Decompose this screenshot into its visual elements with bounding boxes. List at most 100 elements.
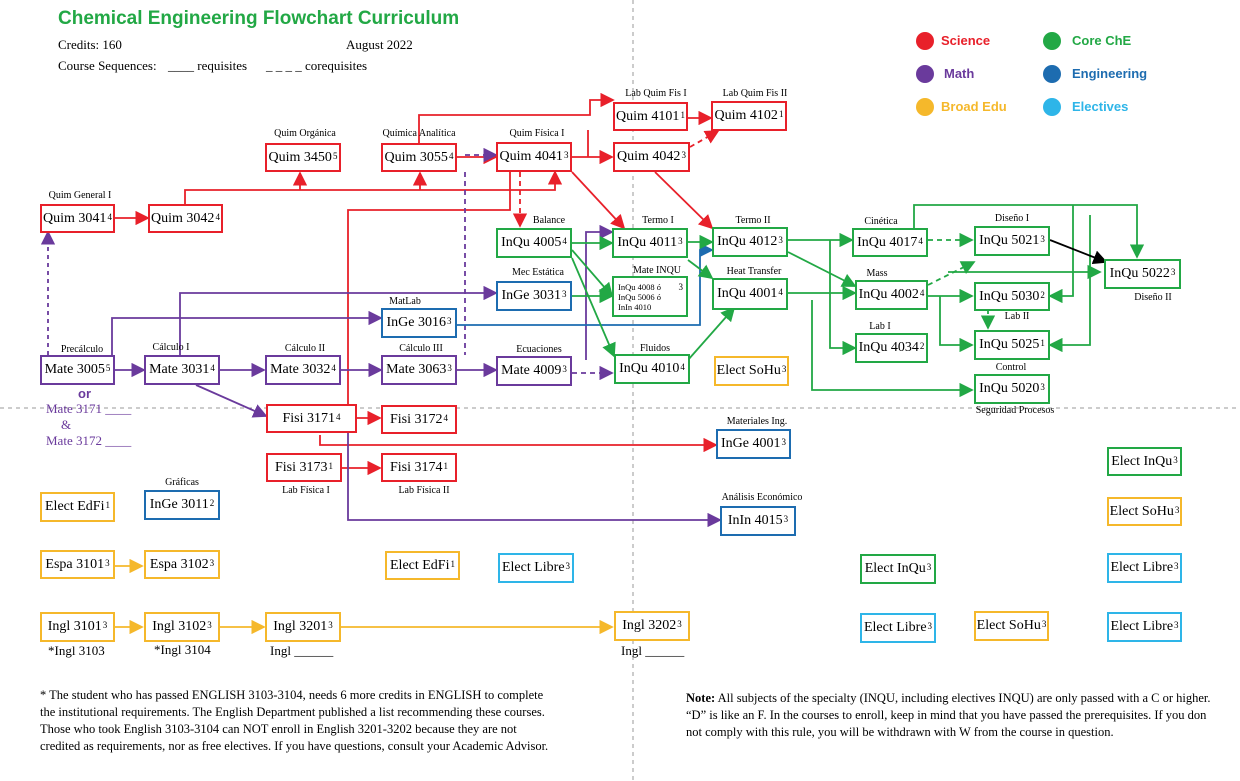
label-graficas: Gráficas [165, 477, 199, 488]
course-name: InGe 4001 [721, 436, 781, 451]
course-credits: 3 [681, 150, 686, 160]
course-credits: 1 [1040, 338, 1045, 348]
label-mec-estatica: Mec Estática [512, 267, 564, 278]
course-credits: 2 [209, 498, 215, 508]
label-mate-3172: Mate 3172 ____ [46, 433, 132, 448]
label-mate-inqu: Mate INQU [632, 265, 682, 276]
legend-engineering: Engineering [1072, 66, 1148, 81]
credits: Credits: 160 [58, 37, 122, 52]
course-name: Elect Libre [863, 620, 927, 635]
course-credits: 3 [1173, 454, 1178, 465]
label-fluidos: Fluidos [639, 343, 671, 354]
label-balance: Balance [532, 215, 566, 226]
label-diseno-2: Diseño II [1134, 292, 1172, 303]
label-quim-fisica: Quim Física I [509, 128, 565, 139]
course-credits: 2 [1040, 289, 1045, 300]
course-name: InIn 4015 [727, 513, 783, 528]
label-ingl-blank-2: Ingl ______ [621, 643, 685, 658]
course-name: InQu 4034 [858, 340, 919, 355]
course-credits: 3 [563, 150, 569, 160]
label-lab-1: Lab I [869, 321, 891, 332]
course-credits: 3 [1041, 619, 1047, 629]
course-mate-inqu-options[interactable]: InQu 4008 ó InQu 5006 ó InIn 4010 3 [612, 276, 688, 317]
course-name: Mate 4009 [501, 363, 562, 378]
label-materiales: Materiales Ing. [726, 416, 788, 427]
course-credits: 4 [778, 287, 783, 297]
course-name: Quim 3042 [151, 210, 215, 226]
course-name: Elect SoHu [1109, 503, 1174, 519]
course-credits: 3 [102, 620, 108, 630]
course-name: Quim 4102 [714, 108, 778, 123]
course-credits: 3 [565, 561, 571, 571]
label-ingl-blank-1: Ingl ______ [270, 643, 334, 658]
label-lab-quim-fis-2: Lab Quim Fis II [722, 88, 788, 99]
course-credits: 1 [328, 460, 334, 471]
course-name: Elect InQu [864, 561, 926, 576]
course-credits: 1 [105, 500, 111, 510]
course-credits: 4 [210, 363, 215, 373]
label-termo-1: Termo I [642, 215, 674, 226]
label-control: Control [995, 362, 1027, 373]
label-heat-transfer: Heat Transfer [726, 266, 782, 277]
label-analisis-economico: Análisis Económico [721, 492, 803, 503]
course-name: InQu 5020 [979, 381, 1040, 396]
course-credits: 3 [783, 514, 789, 524]
course-name: Espa 3101 [45, 556, 105, 572]
legend-electives: Electives [1072, 99, 1129, 114]
label-quim-organica: Quim Orgánica [274, 128, 336, 139]
label-calculo-3: Cálculo III [399, 343, 443, 354]
